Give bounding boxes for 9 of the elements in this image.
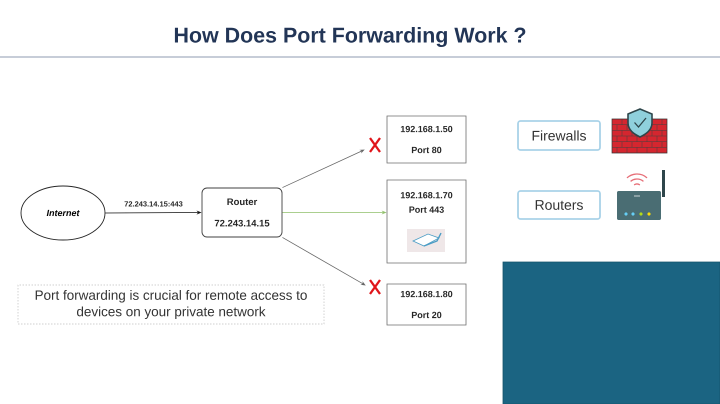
label-box: Firewalls (517, 120, 601, 151)
label-box: Routers (517, 190, 601, 220)
ellipse-node: Internet (20, 186, 106, 240)
title: How Does Port Forwarding Work ? (174, 26, 526, 48)
note-box: Port forwarding is crucial for remote access to devices on your private network (18, 284, 324, 324)
host-box: 192.168.1.80 Port 20 (386, 284, 466, 326)
panel (502, 262, 720, 404)
router-box: Router 72.243.14.15 (202, 188, 282, 238)
host-box: 192.168.1.50 Port 80 (386, 116, 466, 164)
